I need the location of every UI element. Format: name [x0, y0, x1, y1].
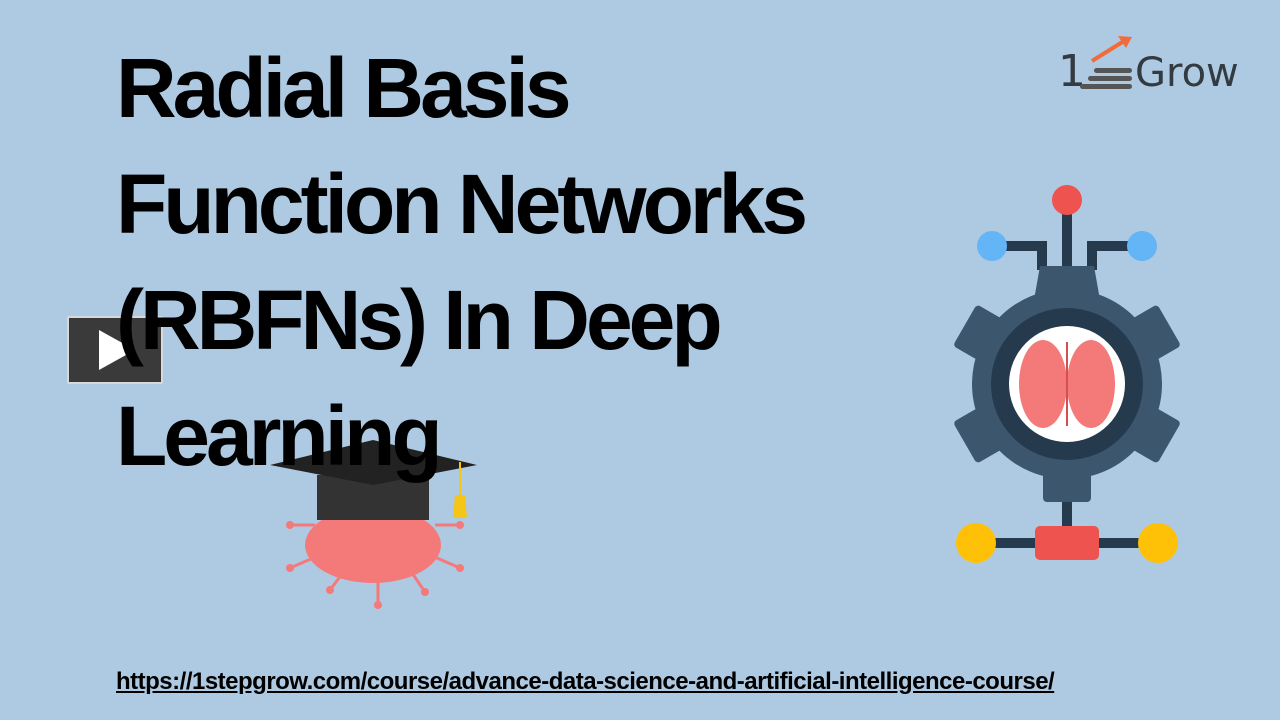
graduation-cap-brain-icon	[270, 440, 477, 609]
node-icon	[1127, 231, 1157, 261]
node-icon	[1138, 523, 1178, 563]
brain-gear-illustration	[954, 185, 1180, 563]
title-line: Radial Basis	[116, 41, 572, 135]
title-line: (RBFNs) In Deep	[116, 273, 723, 367]
node-icon	[1035, 526, 1099, 560]
course-link[interactable]: https://1stepgrow.com/course/advance-dat…	[116, 668, 1055, 695]
play-button[interactable]	[67, 316, 163, 384]
steps-arrow-icon: 1	[1058, 36, 1132, 94]
node-icon	[977, 231, 1007, 261]
brain-icon	[1019, 340, 1115, 428]
play-icon	[99, 330, 135, 370]
slide-title: Radial Basis Function Networks (RBFNs) I…	[116, 30, 808, 494]
logo-text: Grow	[1135, 50, 1239, 96]
title-line: Function Networks	[116, 157, 808, 251]
title-line: Learning	[116, 389, 443, 483]
node-icon	[1052, 185, 1082, 215]
node-icon	[956, 523, 996, 563]
